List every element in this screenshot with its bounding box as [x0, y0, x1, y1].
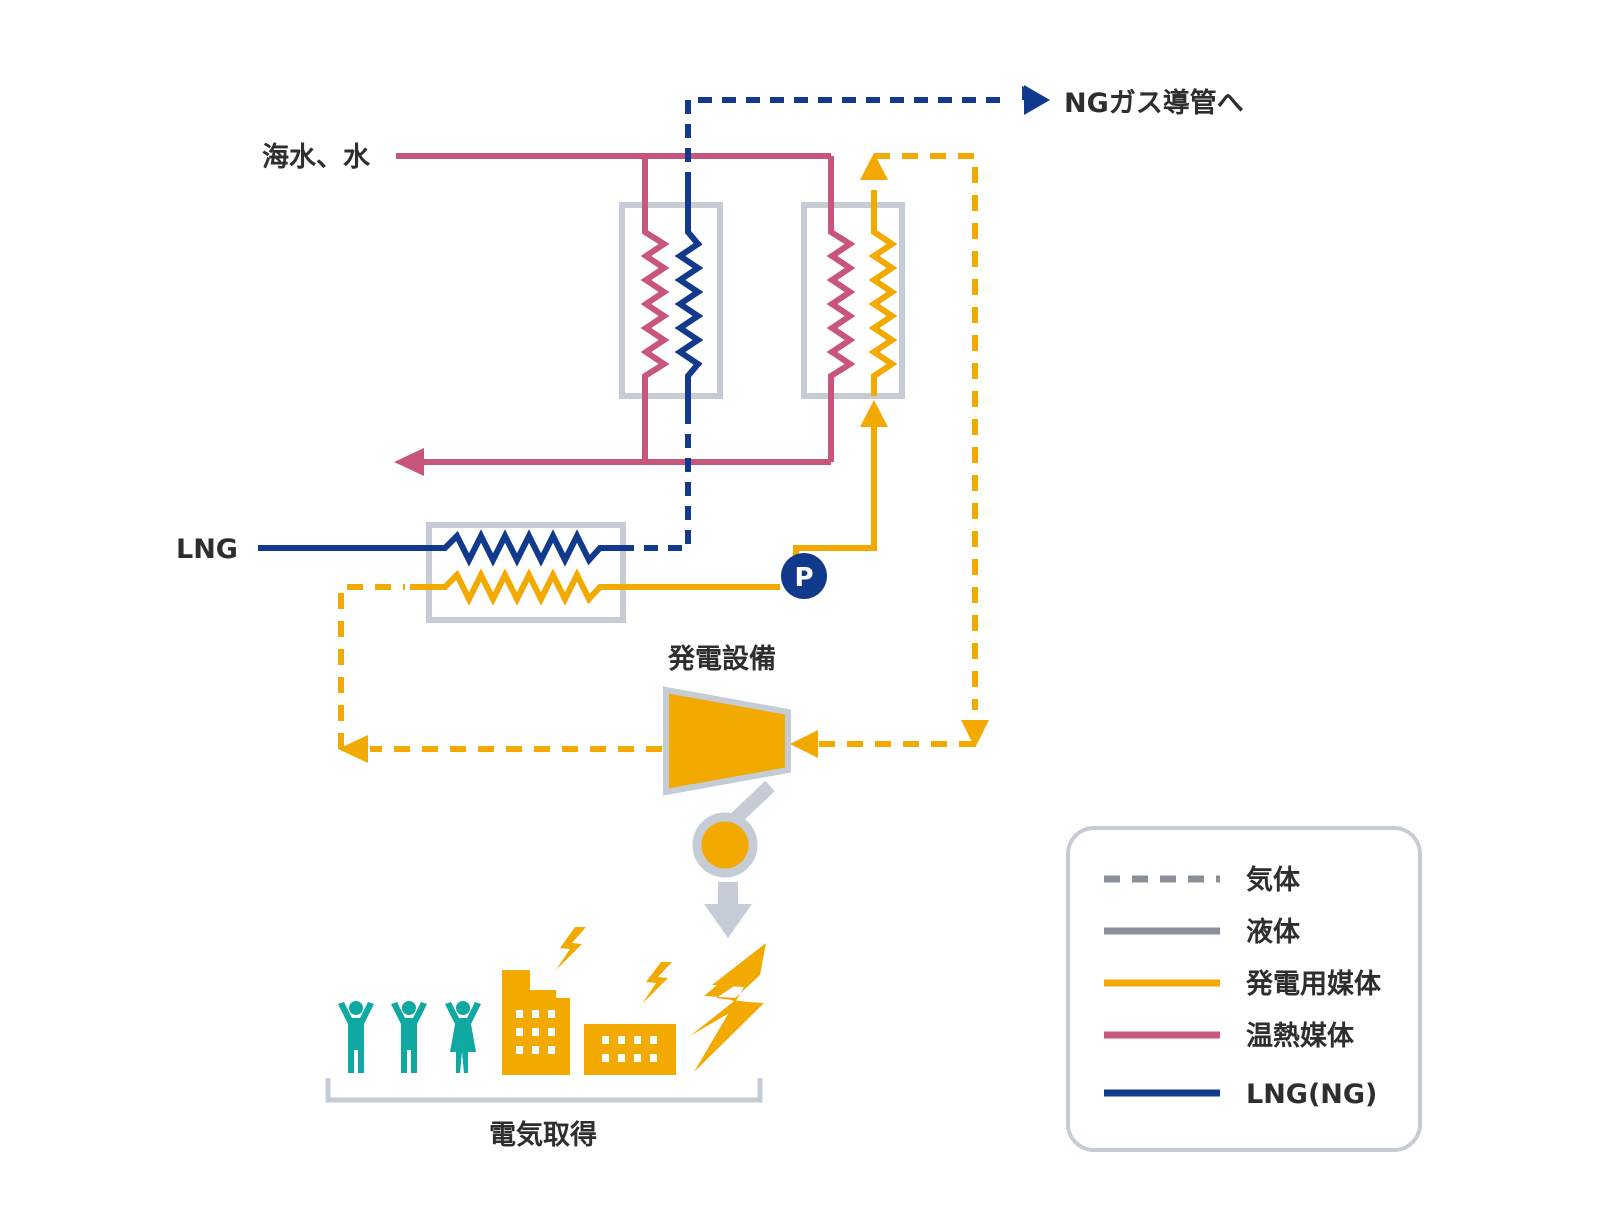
- lng-lines: [258, 97, 1010, 567]
- ng-arrow-head: [1024, 85, 1050, 115]
- legend-label-liquid: 液体: [1246, 917, 1301, 948]
- arrow-down-gas: [961, 720, 989, 748]
- power-gas-lines: [338, 153, 978, 752]
- person-icon: [338, 1001, 374, 1073]
- factory-icon: [502, 970, 570, 1075]
- heat-exchanger-2: [801, 202, 905, 399]
- lightning-icon: [694, 943, 766, 1072]
- arrow-into-turbine: [790, 730, 818, 758]
- person-icon: [445, 1001, 481, 1073]
- pump-icon: P: [781, 553, 827, 599]
- arrow-up-exchanger-bottom: [860, 400, 888, 427]
- return-arrow-head: [394, 448, 424, 476]
- lightning-icon: [556, 927, 586, 970]
- arrow-left-gas: [338, 735, 368, 763]
- turbine-icon: [663, 686, 791, 796]
- legend-label-power-medium: 発電用媒体: [1245, 968, 1382, 1000]
- electricity-label: 電気取得: [489, 1119, 597, 1151]
- lightning-icon: [642, 962, 672, 1004]
- heat-exchanger-1: [619, 202, 723, 399]
- generator-icon: [692, 812, 758, 878]
- heat-medium-lines: [396, 153, 856, 465]
- seawater-label: 海水、水: [262, 142, 371, 173]
- consumers-bracket: [325, 1078, 763, 1103]
- lng-label: LNG: [176, 534, 238, 565]
- lightning-icon: [690, 945, 765, 1036]
- legend-label-heat-medium: 温熱媒体: [1246, 1020, 1355, 1052]
- factory-icon: [584, 1024, 676, 1075]
- legend-label-gas: 気体: [1246, 864, 1301, 896]
- pump-label: P: [794, 563, 813, 593]
- ng-pipeline-label: NGガス導管へ: [1064, 87, 1244, 119]
- down-arrow-icon: [704, 882, 752, 938]
- person-icon: [391, 1001, 427, 1073]
- power-equipment-label: 発電設備: [667, 643, 776, 675]
- heat-exchanger-3: [426, 522, 626, 623]
- legend: 気体 液体 発電用媒体 温熱媒体 LNG(NG): [1066, 826, 1422, 1152]
- legend-label-lng: LNG(NG): [1246, 1079, 1377, 1110]
- arrow-up-exchanger-top: [860, 153, 888, 180]
